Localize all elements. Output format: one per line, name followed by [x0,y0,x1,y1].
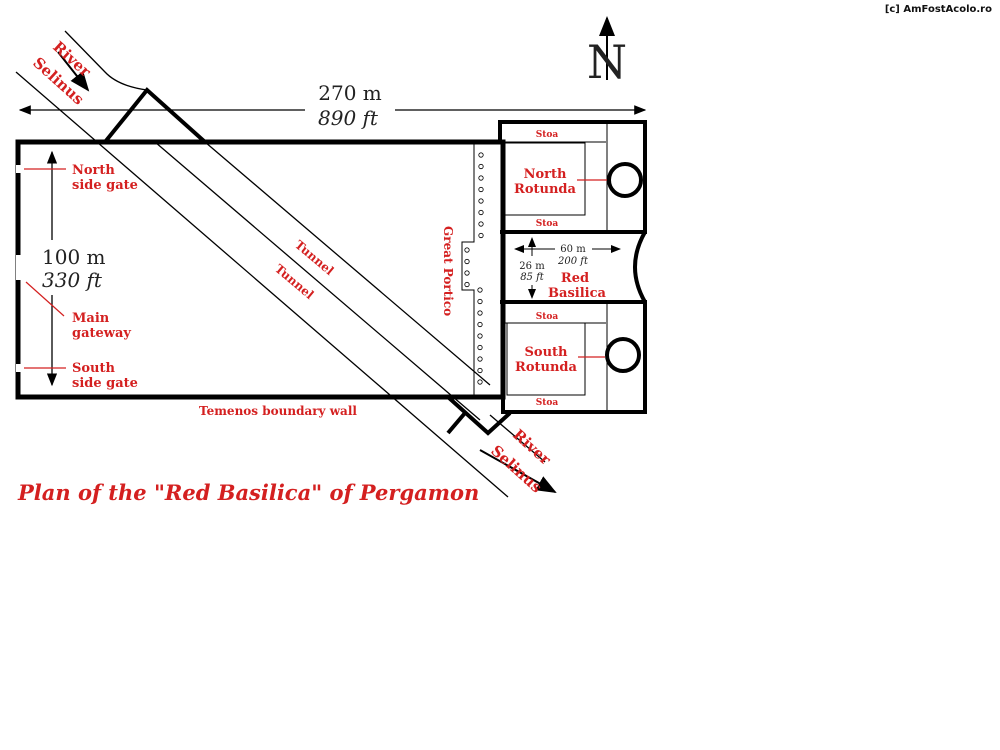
south-rotunda-circle [605,337,641,373]
north-rotunda-label: North [524,167,567,182]
width-ft: 330 ft [42,268,103,292]
svg-text:side gate: side gate [72,178,138,193]
temenos-label: Temenos boundary wall [199,404,357,418]
column-icon [478,198,484,204]
river-flow-arrow-icon [57,51,90,92]
column-icon [478,163,484,170]
svg-text:Basilica: Basilica [548,286,606,301]
plan-title: Plan of the "Red Basilica" of Pergamon [17,480,479,505]
north-gate-label: North [72,163,115,178]
great-portico [461,144,484,395]
column-icon [477,344,483,351]
basilica-width-ft: 85 ft [520,272,545,283]
svg-text:side gate: side gate [72,376,138,391]
column-icon [478,152,484,158]
column-icon [477,356,483,362]
east-complex [498,120,647,414]
gates [16,165,21,372]
column-icon [464,258,470,265]
red-basilica-label: Red [561,271,589,286]
south-gate-label: South [72,361,116,376]
column-icon [478,221,484,227]
stoa-label: Stoa [536,398,559,408]
svg-text:270 m: 270 m [318,81,382,105]
column-icon [478,186,484,193]
column-icon [478,232,484,239]
column-icon [477,287,483,293]
column-icon [477,333,483,339]
svg-text:N: N [587,35,627,89]
great-portico-label: Great Portico [441,226,455,316]
column-icon [477,321,483,328]
main-gateway-label: Main [72,311,110,326]
svg-text:gateway: gateway [72,326,131,341]
column-icon [478,175,484,181]
north-arrow-icon: N [587,16,627,89]
tunnel-label: Tunnel [292,238,337,279]
basilica-length-ft: 200 ft [557,256,589,267]
svg-text:Rotunda: Rotunda [515,360,577,375]
column-icon [477,310,483,316]
column-icon [464,281,470,288]
stoa-label: Stoa [536,130,559,140]
column-icon [477,379,483,385]
south-rotunda-label: South [525,345,569,360]
stoa-label: Stoa [536,219,559,229]
column-icon [464,247,470,253]
svg-text:890 ft: 890 ft [318,106,379,130]
column-icon [477,367,483,374]
watermark: [c] AmFostAcolo.ro [884,4,992,15]
river-outlet-wall [446,395,512,436]
column-icon [464,270,470,276]
svg-text:Rotunda: Rotunda [514,182,576,197]
stoa-label: Stoa [536,312,559,322]
river-flow-arrow-icon [479,449,557,493]
tunnel-label: Tunnel [272,262,317,303]
column-icon [478,209,484,216]
column-icon [477,298,483,305]
basilica-length-m: 60 m [560,244,586,255]
basilica-width-m: 26 m [519,261,545,272]
river-inlet-wall [103,87,207,144]
width-m: 100 m [42,245,106,269]
north-rotunda-circle [607,162,643,198]
length-dimension: 270 m 890 ft [18,81,647,130]
